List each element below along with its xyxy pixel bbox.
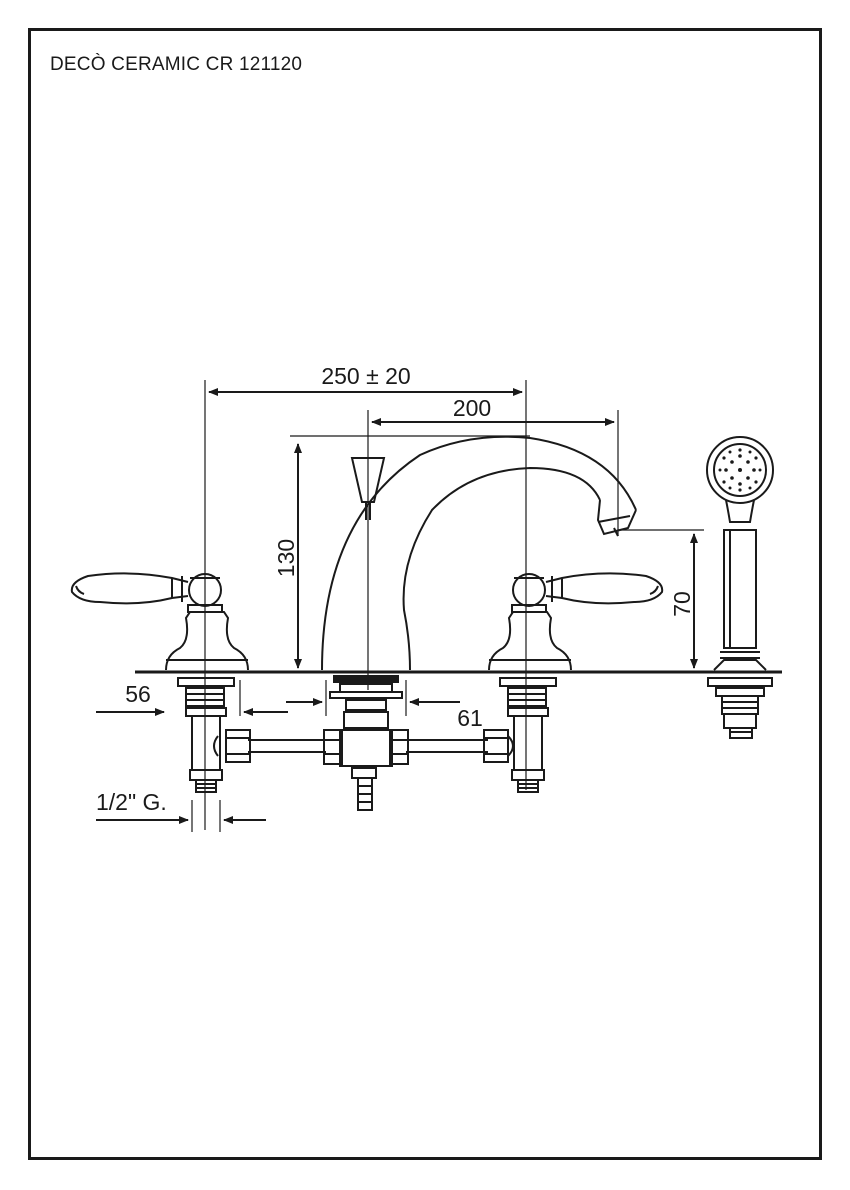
- spout: [321, 435, 637, 671]
- center-body: [329, 675, 403, 811]
- dim-handshower-label: 70: [669, 591, 695, 617]
- dim-height-label: 130: [273, 539, 299, 577]
- hand-shower: [706, 436, 774, 671]
- dim-overall-label: 250 ± 20: [321, 363, 410, 389]
- right-shank: [499, 677, 557, 793]
- handshower-shank: [707, 677, 773, 739]
- dim-56-label: 56: [125, 681, 151, 707]
- drawing-frame: [28, 28, 822, 1160]
- product-title: DECÒ CERAMIC CR 121120: [50, 54, 303, 75]
- connecting-pipes: [213, 729, 514, 765]
- left-valve: [70, 572, 249, 671]
- popup-rod: [350, 457, 386, 520]
- right-valve: [488, 572, 664, 671]
- dim-reach-label: 200: [453, 395, 491, 421]
- dim-61-label: 61: [457, 705, 483, 731]
- shower-nozzles: [718, 448, 762, 492]
- dim-thread-label: 1/2" G.: [96, 789, 167, 815]
